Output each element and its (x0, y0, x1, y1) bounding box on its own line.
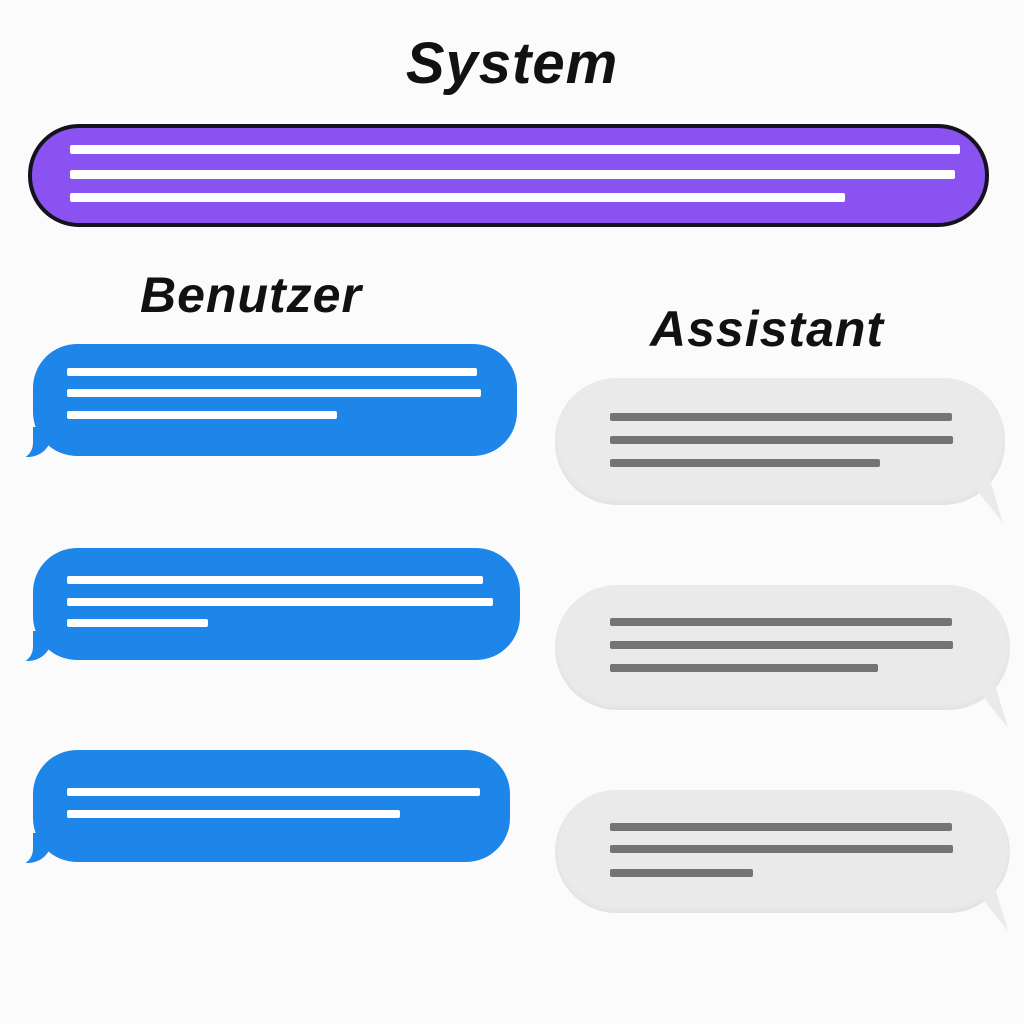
placeholder-text-line (610, 869, 753, 877)
placeholder-text-line (67, 576, 483, 584)
assistant-message-bubble (555, 585, 1010, 710)
placeholder-text-line (70, 193, 845, 202)
system-message-bubble (28, 124, 989, 227)
user-message-bubble (16, 548, 520, 664)
user-label: Benutzer (140, 267, 362, 323)
user-message-bubble (16, 750, 510, 866)
placeholder-text-line (67, 411, 337, 419)
placeholder-text-line (67, 598, 493, 606)
user-message-bubble (16, 344, 517, 460)
placeholder-text-line (610, 664, 878, 672)
placeholder-text-line (610, 459, 880, 467)
placeholder-text-line (67, 389, 481, 397)
assistant-label: Assistant (650, 301, 885, 357)
placeholder-text-line (610, 823, 952, 831)
placeholder-text-line (67, 619, 208, 627)
placeholder-text-line (70, 170, 955, 179)
system-label: System (405, 31, 619, 96)
assistant-message-bubble (555, 378, 1005, 505)
placeholder-text-line (610, 845, 953, 853)
placeholder-text-line (610, 413, 952, 421)
placeholder-text-line (67, 810, 400, 818)
placeholder-text-line (610, 618, 952, 626)
placeholder-text-line (67, 368, 477, 376)
placeholder-text-line (70, 145, 960, 154)
placeholder-text-line (67, 788, 480, 796)
placeholder-text-line (610, 641, 953, 649)
assistant-message-bubble (555, 790, 1010, 913)
placeholder-text-line (610, 436, 953, 444)
